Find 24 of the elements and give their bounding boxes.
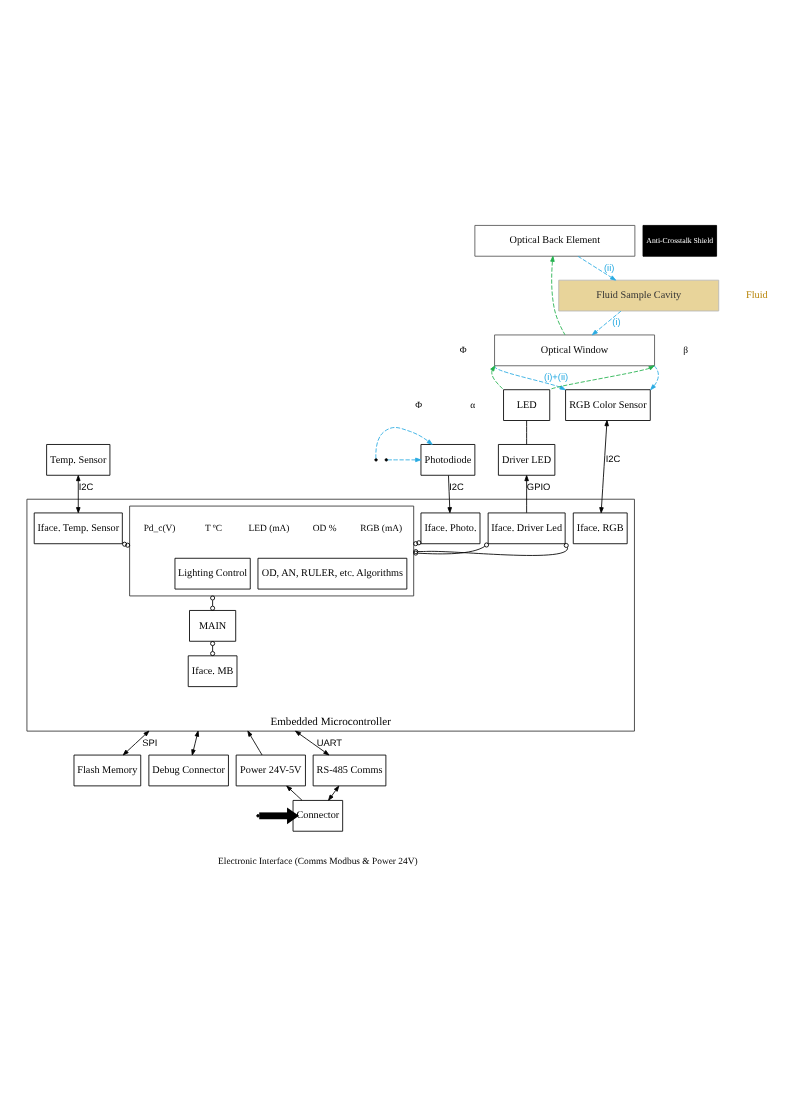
arrow bbox=[591, 309, 622, 335]
arrow bbox=[247, 729, 263, 755]
connector bbox=[526, 419, 528, 444]
arrow bbox=[122, 729, 150, 755]
arrow bbox=[599, 419, 609, 513]
arrow bbox=[328, 784, 340, 800]
arrow bbox=[191, 729, 200, 755]
arrow bbox=[387, 456, 422, 462]
cluster bbox=[129, 504, 415, 596]
arrow bbox=[375, 426, 433, 458]
arrow bbox=[650, 364, 659, 390]
arrow bbox=[494, 364, 566, 390]
arrow bbox=[295, 729, 330, 755]
arrow bbox=[524, 474, 529, 513]
arrow bbox=[259, 806, 299, 824]
arrow bbox=[490, 364, 504, 390]
arrow bbox=[447, 474, 452, 513]
arrow bbox=[577, 254, 617, 280]
arrow bbox=[550, 254, 566, 335]
connector bbox=[210, 594, 216, 610]
arrow bbox=[549, 364, 655, 390]
connector bbox=[210, 640, 216, 656]
arrow bbox=[286, 784, 303, 800]
arrow bbox=[76, 474, 81, 513]
